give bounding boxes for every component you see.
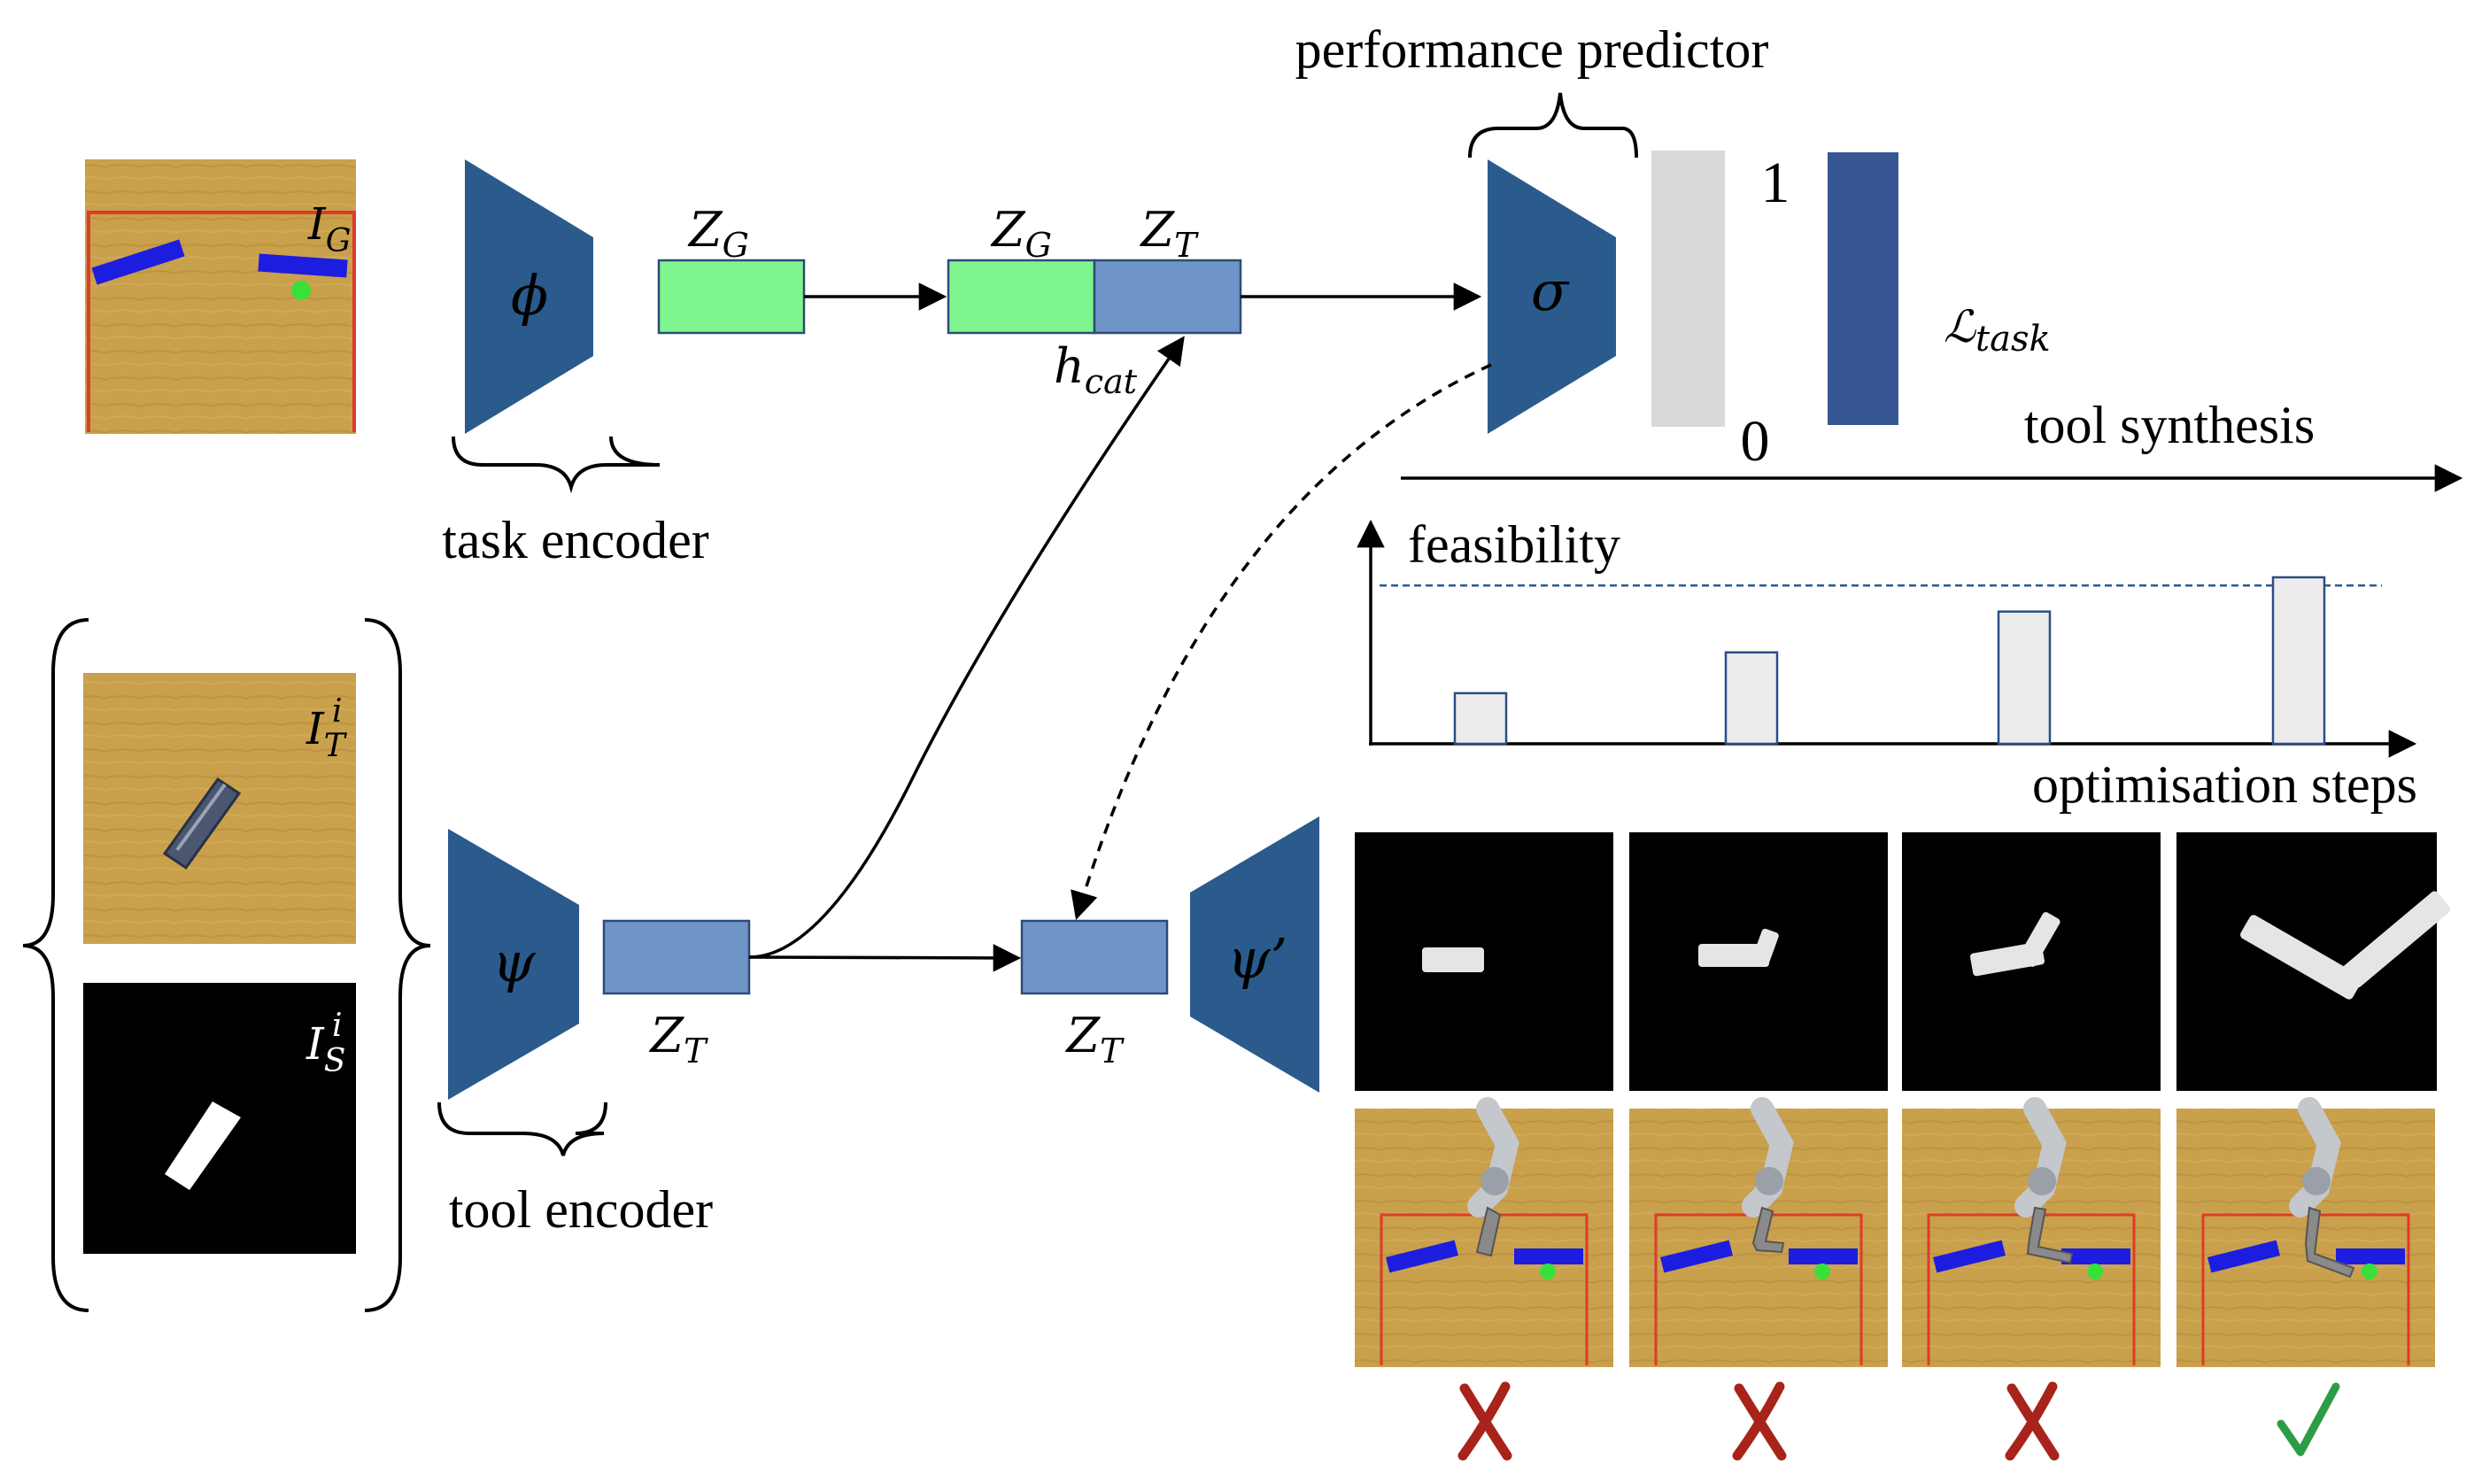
chart-y-label: feasibility <box>1408 515 1620 574</box>
gradient-feedback-arrow <box>1071 363 1492 921</box>
synthesised-tool-step-2 <box>1629 832 1888 1091</box>
simulation-frame-2 <box>1629 1097 1888 1367</box>
task-encoder-brace <box>452 436 661 494</box>
simulation-frame-4 <box>2176 1097 2435 1367</box>
feasibility-bar-4 <box>2271 576 2326 746</box>
hcat-z-t <box>1093 259 1242 335</box>
latent-z-g-label: ZG <box>687 202 749 265</box>
failure-cross-icon <box>2005 1381 2060 1461</box>
svg-text:i: i <box>332 1008 343 1044</box>
task-loss-bar <box>1828 152 1898 425</box>
hcat-z-g <box>947 259 1096 335</box>
latent-z-g <box>657 259 806 335</box>
feasibility-bar-3 <box>1997 610 2052 746</box>
optimised-latent-z-t <box>1020 919 1169 995</box>
simulation-frames <box>1355 1097 2435 1367</box>
feasibility-bar-2 <box>1724 651 1779 746</box>
svg-text:i: i <box>332 693 343 730</box>
tool-decoder: ψ’ <box>1190 816 1319 1093</box>
performance-predictor: σ <box>1488 159 1616 434</box>
performance-predictor-brace <box>1468 92 1638 158</box>
latent-z-t <box>602 919 751 995</box>
tool-encoder-label: tool encoder <box>449 1180 713 1239</box>
tool-silhouette-image: IS i <box>83 983 356 1254</box>
synthesised-tool-step-4 <box>2176 832 2451 1091</box>
tool-embedding-to-hcat-arrow <box>748 336 1185 959</box>
hcat-label: hcat <box>1054 338 1138 401</box>
svg-text:ψ’: ψ’ <box>1227 926 1287 991</box>
failure-cross-icon <box>1457 1381 1512 1461</box>
svg-text:ψ: ψ <box>492 930 537 994</box>
tool-encoder: ψ <box>448 829 579 1100</box>
tool-encoder-brace <box>437 1101 607 1156</box>
synthesised-tool-step-1 <box>1355 832 1613 1091</box>
failure-cross-icon <box>1732 1381 1787 1461</box>
scale-one-label: 1 <box>1761 151 1790 215</box>
input-set-left-brace <box>22 618 89 1312</box>
synthesised-tool-step-3 <box>1902 832 2161 1091</box>
task-encoder: ϕ <box>465 159 593 434</box>
simulation-frame-1 <box>1355 1097 1613 1367</box>
svg-text:σ: σ <box>1531 259 1570 323</box>
svg-text:IG: IG <box>307 198 352 259</box>
performance-predictor-label: performance predictor <box>1295 20 1769 79</box>
svg-text:IT: IT <box>305 703 348 764</box>
svg-text:ϕ: ϕ <box>511 263 548 328</box>
predicted-feasibility-bar <box>1651 151 1725 427</box>
svg-text:ZG: ZG <box>990 202 1052 265</box>
scale-zero-label: 0 <box>1741 409 1770 474</box>
svg-text:ZT: ZT <box>1140 202 1200 265</box>
goal-marker <box>291 281 311 300</box>
tool-synthesis-label: tool synthesis <box>2024 396 2315 454</box>
input-set-right-brace <box>364 618 431 1312</box>
task-encoder-label: task encoder <box>442 511 709 569</box>
task-goal-image: IG <box>85 159 356 434</box>
svg-text:IS: IS <box>305 1018 345 1079</box>
obstacle-right <box>258 253 348 278</box>
task-loss-label: ℒtask <box>1944 301 2051 359</box>
feasibility-chart: feasibility optimisation steps <box>1357 515 2417 814</box>
latent-z-t-label: ZT <box>649 1008 709 1070</box>
feasibility-bar-1 <box>1453 692 1508 746</box>
obstacle-left <box>91 239 185 285</box>
result-marks <box>1457 1381 2340 1461</box>
tool-rgb-image: IT i <box>83 673 356 944</box>
simulation-frame-3 <box>1902 1097 2161 1367</box>
optimised-latent-z-t-label: ZT <box>1065 1008 1125 1070</box>
success-check-icon <box>2277 1382 2340 1457</box>
concatenated-embedding: ZG ZT hcat <box>947 202 1242 401</box>
chart-x-label: optimisation steps <box>2032 755 2417 814</box>
